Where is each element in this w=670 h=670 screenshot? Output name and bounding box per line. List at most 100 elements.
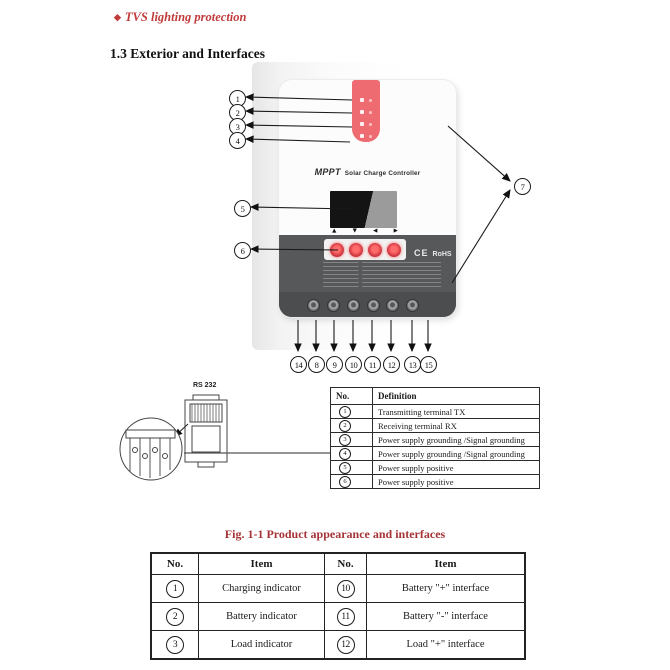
pin-number: 5 [339,461,351,474]
brand-logo: MPPT [314,167,341,177]
button-arrow-glyphs: ▲ ▼ ◀ ▶ [324,228,406,234]
rs232-definition-table: No. Definition 1 Transmitting terminal T… [330,387,540,489]
col-header-definition: Definition [372,387,540,405]
table-header-row: No. Definition [330,387,540,405]
callout-7: 7 [514,178,531,195]
callout-9: 9 [326,356,343,373]
led-indicator-panel [352,80,380,142]
callout-5: 5 [234,200,251,217]
led-row-battery [352,110,380,114]
callout-8: 8 [308,356,325,373]
pin-definition: Power supply grounding /Signal grounding [372,446,540,461]
pin-number: 4 [339,447,351,460]
section-heading: 1.3 Exterior and Interfaces [110,46,265,61]
item-number: 10 [336,579,355,598]
col-header-item-1: Item [198,552,325,575]
tvs-bullet-line: ◆TVS lighting protection [114,10,246,25]
down-button [348,242,363,257]
terminal-2 [327,299,340,312]
battery-label-icon [369,111,372,114]
col-header-no: No. [330,387,373,405]
terminal-3 [347,299,360,312]
tvs-bullet-text: TVS lighting protection [124,10,247,24]
table-header-row: No. Item No. Item [150,552,526,575]
table-row: 3 Load indicator 12 Load "+" interface [150,630,526,660]
charging-led-icon [360,98,364,102]
terminal-1 [307,299,320,312]
led-row-charging [352,98,380,102]
item-label: Charging indicator [198,574,325,603]
figure-caption: Fig. 1-1 Product appearance and interfac… [224,527,446,541]
battery-led-icon [360,110,364,114]
pin-number: 3 [339,433,351,446]
up-button [329,242,344,257]
pin-number: 6 [339,475,351,488]
table-row: 4 Power supply grounding /Signal groundi… [330,446,540,461]
pin-definition: Power supply positive [372,474,540,489]
table-row: 2 Battery indicator 11 Battery "-" inter… [150,602,526,631]
status-led-icon [360,134,364,138]
rs232-magnifier-sketch [119,417,330,481]
ce-mark: CE [414,248,429,258]
item-number: 11 [336,607,355,626]
status-label-icon [369,135,372,138]
led-row-status [352,134,380,138]
item-label: Battery "+" interface [366,574,526,603]
callout-10: 10 [345,356,362,373]
callout-13: 13 [404,356,421,373]
pin-definition: Receiving terminal RX [372,418,540,433]
item-label: Battery "-" interface [366,602,526,631]
item-number: 3 [166,635,184,654]
table-row: 5 Power supply positive [330,460,540,475]
callout-15: 15 [420,356,437,373]
lcd-screen [330,191,397,228]
load-label-icon [369,123,372,126]
led-row-load [352,122,380,126]
table-row: 3 Power supply grounding /Signal groundi… [330,432,540,447]
right-button [386,242,401,257]
diamond-bullet-icon: ◆ [114,12,121,22]
down-arrow-icon: ▼ [352,228,357,234]
callout-14: 14 [290,356,307,373]
table-row: 1 Transmitting terminal TX [330,404,540,419]
callout-12: 12 [383,356,400,373]
item-number: 12 [336,635,355,654]
table-row: 1 Charging indicator 10 Battery "+" inte… [150,574,526,603]
item-label: Load indicator [198,630,325,660]
rs232-connector-sketch [174,394,228,468]
col-header-no-2: No. [324,552,367,575]
load-led-icon [360,122,364,126]
item-number: 1 [166,579,184,598]
up-arrow-icon: ▲ [332,228,337,234]
table-row: 2 Receiving terminal RX [330,418,540,433]
button-strip [324,239,406,260]
table-row: 6 Power supply positive [330,474,540,489]
pin-definition: Power supply positive [372,460,540,475]
terminal-6 [406,299,419,312]
left-arrow-icon: ◀ [373,228,378,234]
item-number: 2 [166,607,184,626]
pin-number: 2 [339,419,351,432]
rohs-mark: RoHS [432,251,452,258]
col-header-no-1: No. [150,552,199,575]
left-button [367,242,382,257]
pin-number: 1 [339,405,351,418]
col-header-item-2: Item [366,552,526,575]
callout-6: 6 [234,242,251,259]
terminal-4 [367,299,380,312]
pin-definition: Power supply grounding /Signal grounding [372,432,540,447]
brand-subtitle: Solar Charge Controller [344,170,421,177]
rs232-label: RS 232 [193,382,217,389]
terminal-5 [386,299,399,312]
spec-text-block [323,262,441,288]
item-label: Load "+" interface [366,630,526,660]
item-label: Battery indicator [198,602,325,631]
pin-definition: Transmitting terminal TX [372,404,540,419]
right-arrow-icon: ▶ [393,228,398,234]
interface-items-table: No. Item No. Item 1 Charging indicator 1… [150,552,526,660]
charging-label-icon [369,99,372,102]
